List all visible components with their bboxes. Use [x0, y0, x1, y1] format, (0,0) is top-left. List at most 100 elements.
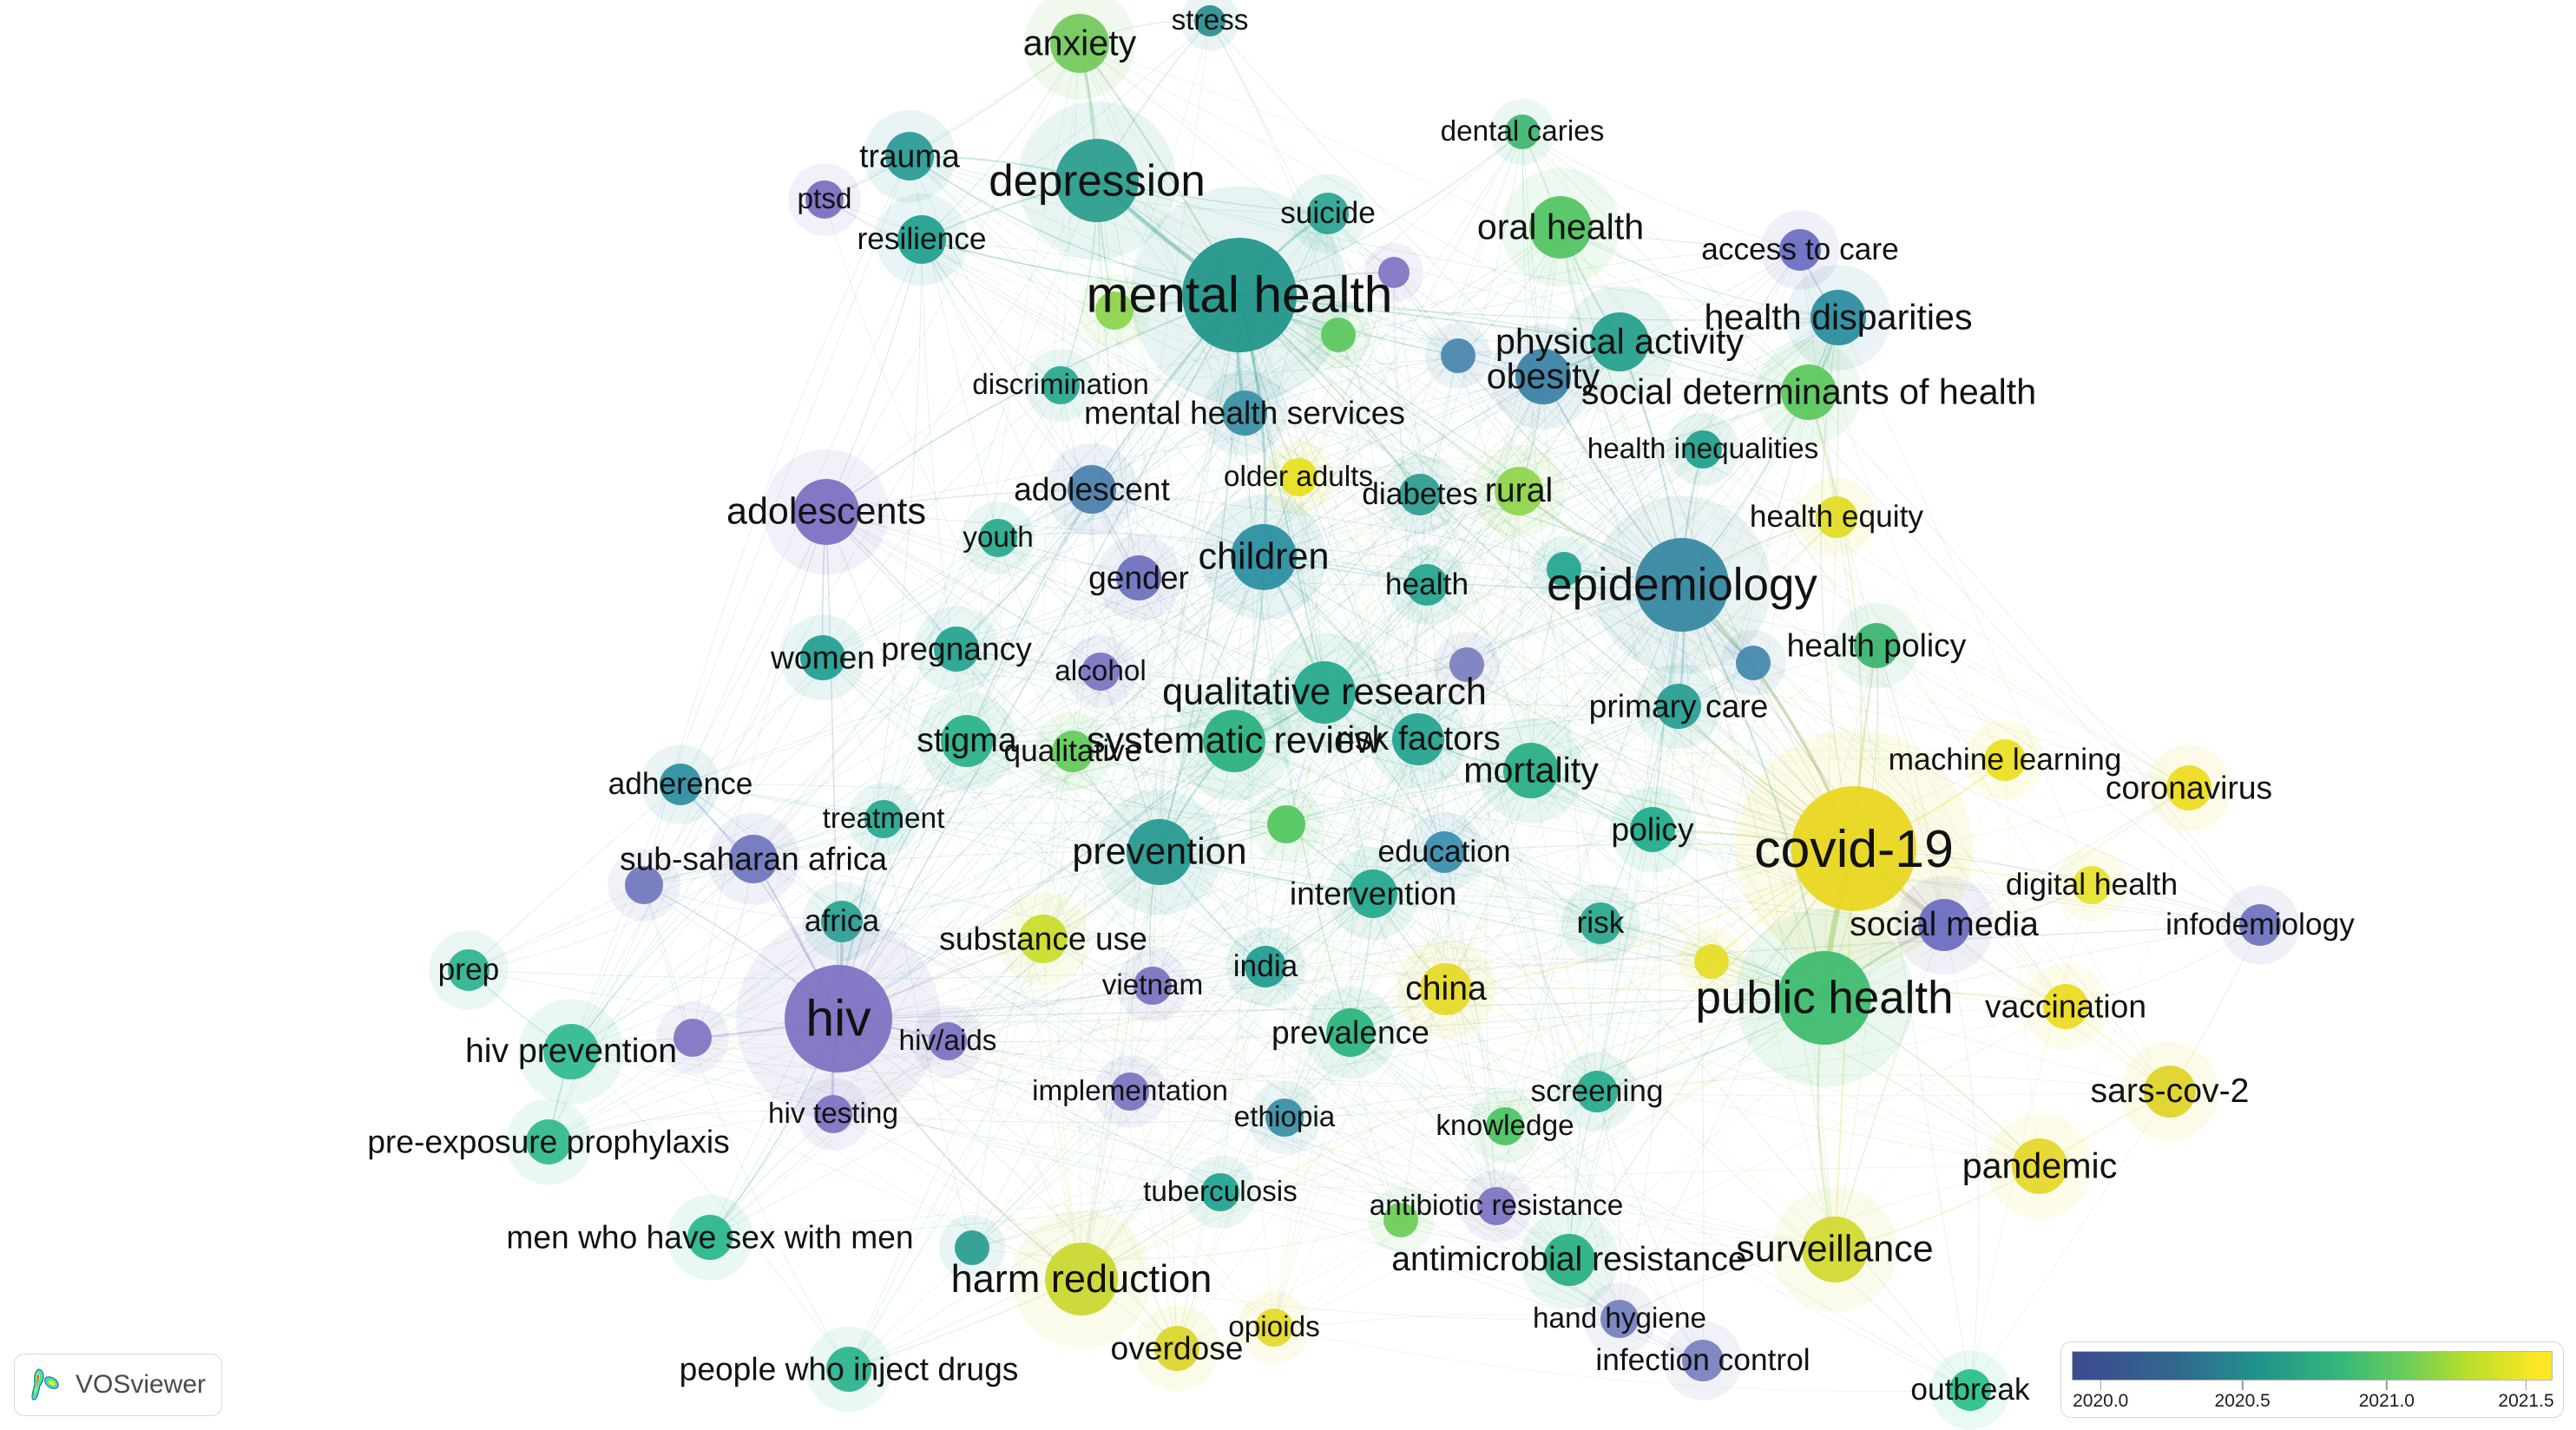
- network-node[interactable]: [1045, 443, 1139, 536]
- node-circle[interactable]: [1816, 496, 1857, 538]
- network-node[interactable]: [962, 502, 1035, 574]
- network-node[interactable]: [1557, 1052, 1637, 1132]
- network-node[interactable]: [1369, 690, 1468, 789]
- node-circle[interactable]: [1918, 899, 1970, 951]
- node-circle[interactable]: [1095, 292, 1134, 330]
- node-circle[interactable]: [1781, 364, 1837, 420]
- node-circle[interactable]: [1154, 1326, 1199, 1371]
- network-node[interactable]: [1472, 444, 1566, 538]
- node-circle[interactable]: [955, 1230, 989, 1265]
- node-circle[interactable]: [1791, 786, 1916, 911]
- node-circle[interactable]: [2012, 1138, 2067, 1194]
- node-circle[interactable]: [805, 180, 844, 219]
- network-node[interactable]: [429, 930, 509, 1010]
- node-circle[interactable]: [1055, 139, 1139, 222]
- network-node[interactable]: [1288, 174, 1368, 253]
- network-node[interactable]: [1460, 1170, 1533, 1243]
- network-node[interactable]: [1563, 285, 1676, 398]
- node-circle[interactable]: [1423, 831, 1465, 873]
- node-circle[interactable]: [1201, 1173, 1239, 1211]
- network-node[interactable]: [847, 783, 920, 856]
- network-node[interactable]: [779, 614, 866, 701]
- node-circle[interactable]: [1081, 653, 1120, 691]
- network-node[interactable]: [1583, 1282, 1656, 1355]
- network-node[interactable]: [1720, 630, 1786, 696]
- network-node[interactable]: [1756, 339, 1862, 445]
- node-circle[interactable]: [1694, 944, 1729, 979]
- node-circle[interactable]: [826, 1347, 871, 1392]
- node-circle[interactable]: [1019, 915, 1068, 963]
- network-node[interactable]: [917, 692, 1016, 790]
- node-circle[interactable]: [1203, 710, 1265, 772]
- node-circle[interactable]: [1045, 1243, 1118, 1315]
- node-circle[interactable]: [800, 635, 845, 680]
- node-circle[interactable]: [1590, 312, 1649, 371]
- node-circle[interactable]: [1399, 474, 1441, 515]
- network-node[interactable]: [1771, 1186, 1898, 1313]
- node-circle[interactable]: [1684, 430, 1722, 469]
- node-circle[interactable]: [1231, 524, 1297, 590]
- node-circle[interactable]: [1600, 1300, 1639, 1338]
- network-node[interactable]: [1017, 101, 1177, 260]
- network-node[interactable]: [1064, 635, 1137, 708]
- network-node[interactable]: [802, 882, 882, 961]
- network-node[interactable]: [1490, 324, 1596, 430]
- node-circle[interactable]: [2239, 904, 2281, 946]
- node-circle[interactable]: [625, 866, 663, 904]
- node-circle[interactable]: [1682, 1340, 1724, 1381]
- network-node[interactable]: [1024, 349, 1097, 422]
- network-node[interactable]: [996, 892, 1090, 986]
- node-circle[interactable]: [979, 519, 1017, 557]
- node-circle[interactable]: [885, 132, 934, 180]
- network-node[interactable]: [1326, 847, 1420, 941]
- network-node[interactable]: [608, 849, 680, 922]
- network-node[interactable]: [1201, 370, 1288, 456]
- node-circle[interactable]: [1802, 1217, 1868, 1282]
- node-circle[interactable]: [1194, 5, 1226, 36]
- network-node[interactable]: [2120, 1042, 2219, 1141]
- network-node[interactable]: [1033, 712, 1113, 791]
- network-node[interactable]: [797, 1078, 870, 1151]
- network-node[interactable]: [1609, 786, 1696, 873]
- node-circle[interactable]: [1477, 1187, 1515, 1225]
- node-circle[interactable]: [1127, 819, 1193, 885]
- network-node[interactable]: [1078, 274, 1151, 347]
- node-circle[interactable]: [1778, 951, 1871, 1045]
- node-circle[interactable]: [897, 215, 946, 264]
- node-circle[interactable]: [729, 835, 778, 883]
- node-circle[interactable]: [1420, 963, 1472, 1015]
- node-circle[interactable]: [1529, 196, 1592, 259]
- network-node[interactable]: [656, 1001, 729, 1074]
- network-node[interactable]: [1501, 167, 1620, 287]
- network-node[interactable]: [1396, 940, 1495, 1039]
- network-node[interactable]: [1200, 494, 1327, 620]
- network-node[interactable]: [1238, 1291, 1311, 1364]
- node-circle[interactable]: [1810, 290, 1866, 345]
- node-circle[interactable]: [941, 715, 993, 767]
- node-circle[interactable]: [1383, 1203, 1418, 1237]
- network-node[interactable]: [1489, 99, 1555, 165]
- network-node[interactable]: [1174, 681, 1294, 801]
- network-node[interactable]: [805, 1326, 892, 1413]
- network-node[interactable]: [1404, 812, 1484, 892]
- network-node[interactable]: [763, 449, 890, 575]
- node-circle[interactable]: [1495, 467, 1543, 515]
- network-node[interactable]: [1180, 0, 1240, 51]
- network-node[interactable]: [1666, 413, 1739, 486]
- network-node[interactable]: [1380, 455, 1460, 535]
- network-node[interactable]: [1531, 536, 1597, 602]
- network-node[interactable]: [1250, 788, 1323, 861]
- network-node[interactable]: [1184, 1156, 1257, 1229]
- node-circle[interactable]: [793, 479, 859, 545]
- network-node[interactable]: [1262, 441, 1335, 514]
- network-node[interactable]: [1012, 1210, 1151, 1348]
- node-circle[interactable]: [1503, 743, 1559, 798]
- node-circle[interactable]: [1052, 731, 1094, 772]
- node-circle[interactable]: [1854, 623, 1899, 668]
- node-circle[interactable]: [1293, 661, 1356, 724]
- node-circle[interactable]: [1279, 458, 1318, 496]
- network-node[interactable]: [505, 1099, 592, 1185]
- node-circle[interactable]: [929, 1022, 967, 1060]
- node-circle[interactable]: [1111, 1072, 1149, 1111]
